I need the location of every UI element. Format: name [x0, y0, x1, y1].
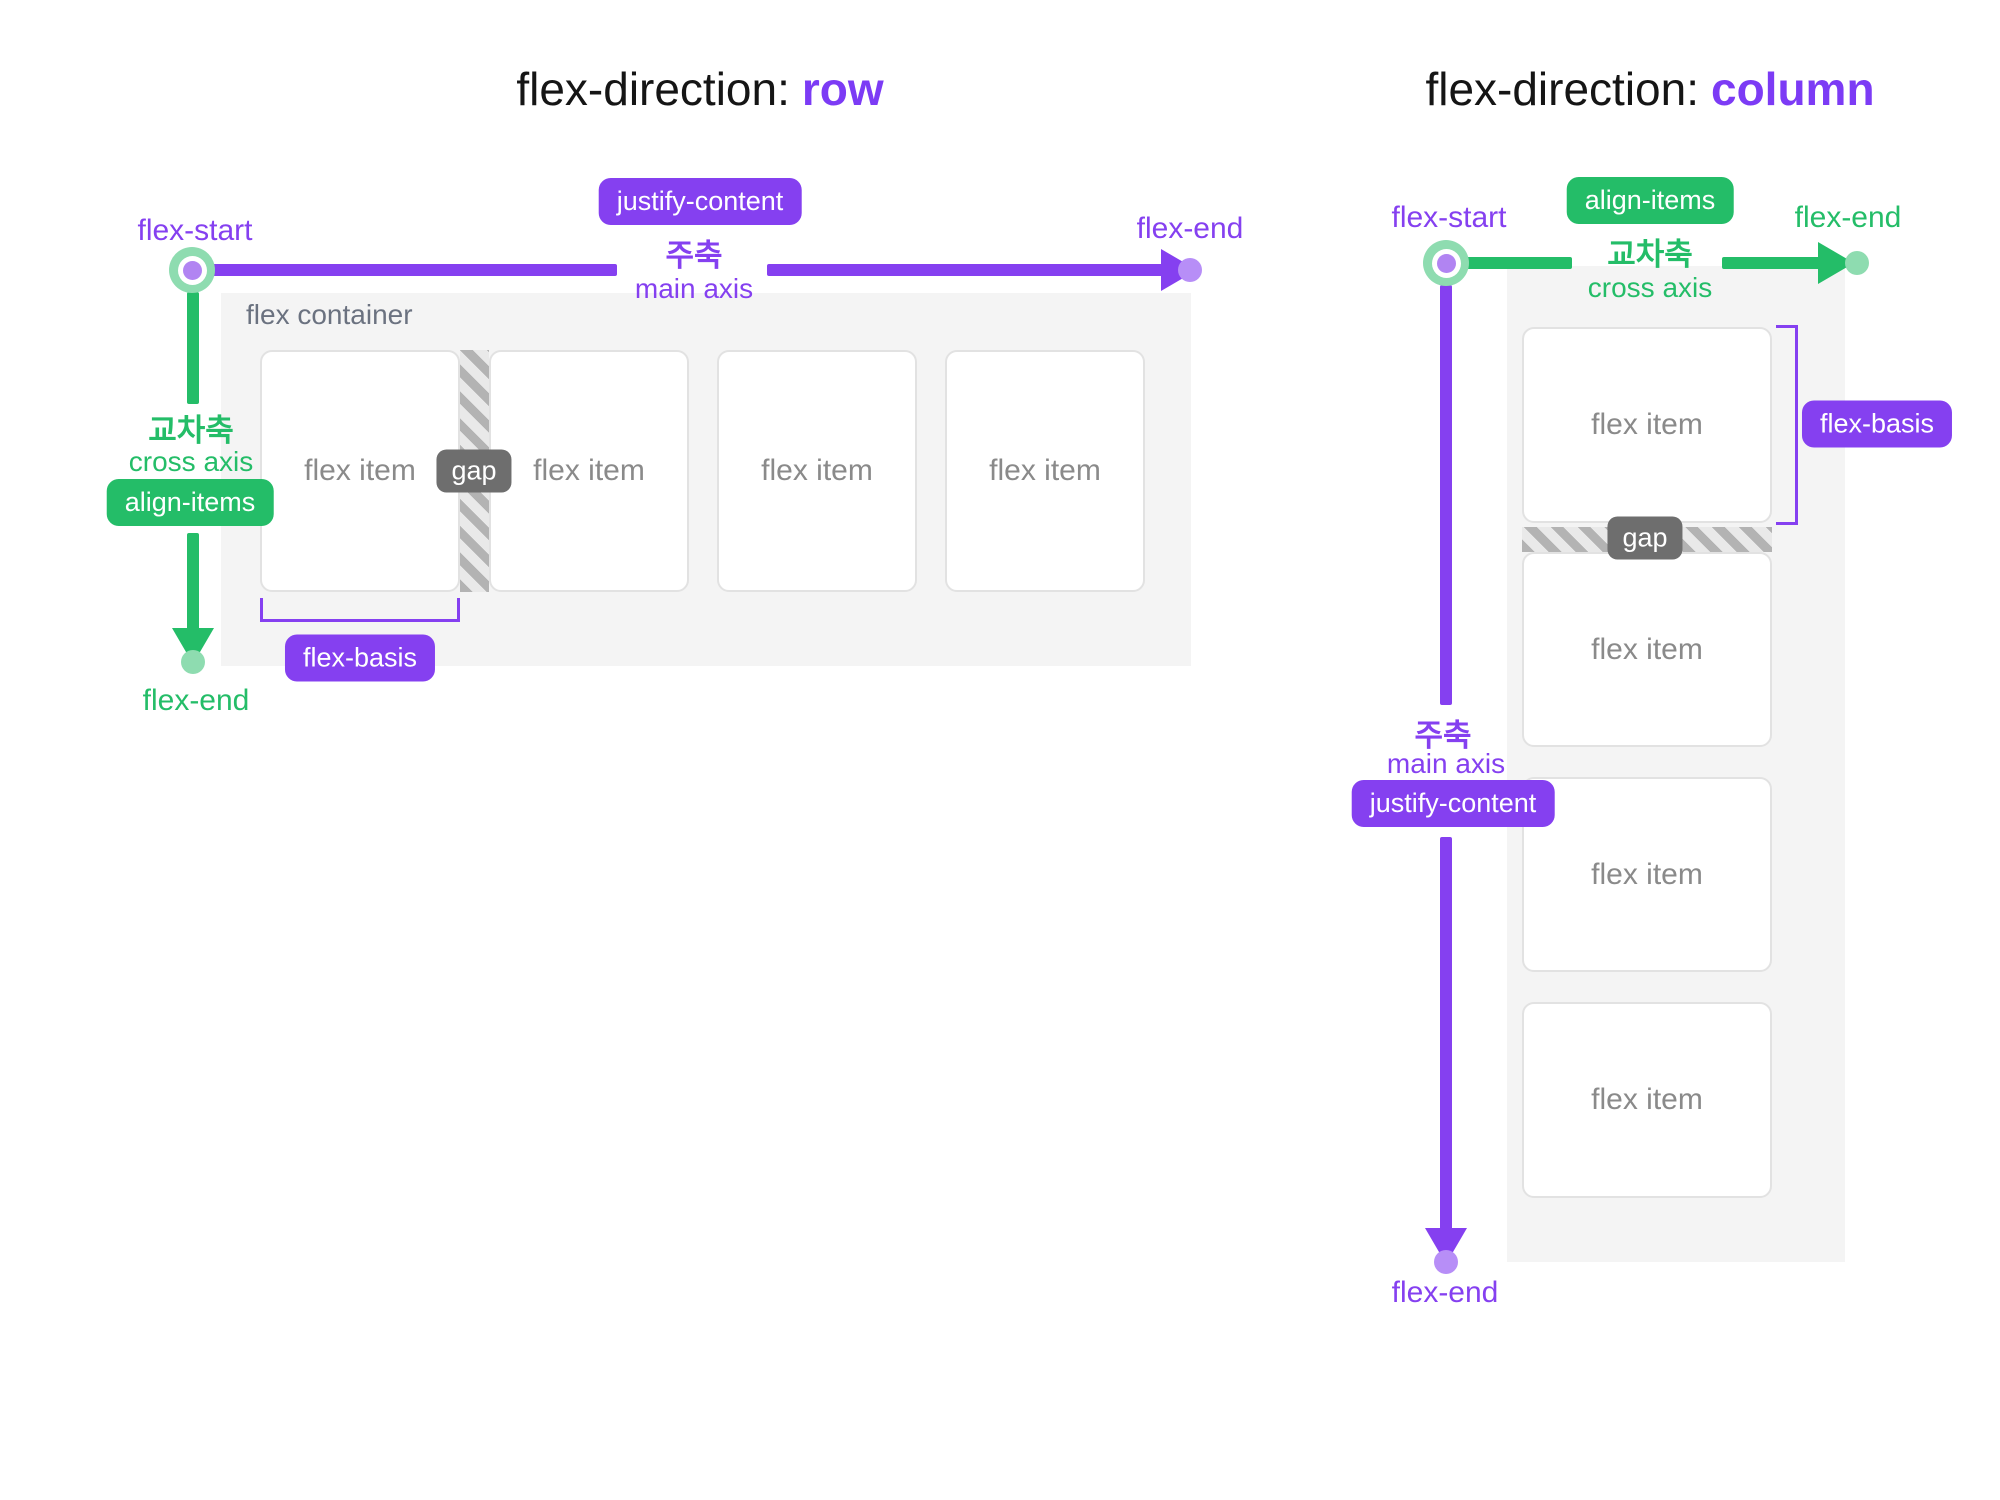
left-cross-axis-end-dot-icon [181, 650, 205, 674]
left-flex-end-main-label: flex-end [1136, 212, 1244, 245]
right-cross-axis-end-dot-icon [1845, 251, 1869, 275]
left-flex-basis-badge: flex-basis [284, 634, 436, 682]
right-gap-badge: gap [1607, 516, 1683, 560]
right-flex-item-2-label: flex item [1591, 632, 1703, 666]
left-flex-item-1-label: flex item [304, 454, 416, 487]
right-title-value: column [1711, 63, 1875, 115]
left-main-axis-ko-label: 주축 [665, 238, 723, 273]
left-origin-marker-icon [169, 247, 215, 293]
right-flex-item-4: flex item [1522, 1002, 1772, 1198]
left-flex-end-cross-label: flex-end [142, 684, 250, 717]
left-flex-item-4: flex item [945, 350, 1145, 592]
left-flex-basis-bracket [260, 598, 460, 622]
left-flex-item-3-label: flex item [761, 454, 873, 487]
left-flex-item-1: flex item [260, 350, 460, 592]
left-flex-item-2: flex item [489, 350, 689, 592]
right-main-axis-en-label: main axis [1386, 748, 1506, 779]
right-cross-axis-line-segment-1 [1460, 257, 1572, 269]
right-title: flex-direction:column [1425, 62, 1874, 116]
right-flex-item-4-label: flex item [1591, 1083, 1703, 1116]
right-flex-end-main-label: flex-end [1391, 1276, 1499, 1309]
left-main-axis-line-segment-2 [767, 264, 1165, 276]
left-title-prefix: flex-direction: [516, 63, 790, 115]
left-gap-badge: gap [436, 449, 512, 493]
right-origin-marker-dot [1436, 253, 1456, 273]
left-main-axis-en-label: main axis [634, 273, 754, 304]
left-origin-marker-inner [177, 255, 207, 285]
right-align-items-badge: align-items [1566, 177, 1734, 224]
right-flex-item-1-label: flex item [1591, 408, 1703, 441]
right-flex-end-cross-label: flex-end [1794, 201, 1902, 234]
right-title-prefix: flex-direction: [1425, 63, 1699, 115]
left-flex-container-label: flex container [246, 299, 413, 330]
left-align-items-badge: align-items [106, 479, 274, 526]
right-flex-basis-bracket [1776, 325, 1798, 525]
right-main-axis-end-dot-icon [1434, 1250, 1458, 1274]
left-main-axis-line-segment-1 [205, 264, 617, 276]
right-cross-axis-line-segment-2 [1722, 257, 1822, 269]
right-cross-axis-ko-label: 교차축 [1607, 237, 1693, 272]
left-flex-start-label: flex-start [137, 214, 253, 247]
left-cross-axis-line-segment-1 [187, 292, 199, 404]
right-flex-start-label: flex-start [1391, 201, 1507, 234]
left-cross-axis-ko-label: 교차축 [148, 413, 234, 448]
right-justify-content-badge: justify-content [1351, 780, 1555, 827]
right-origin-marker-inner [1431, 248, 1461, 278]
right-flex-item-3: flex item [1522, 777, 1772, 972]
left-flex-item-3: flex item [717, 350, 917, 592]
left-main-axis-end-dot-icon [1178, 258, 1202, 282]
right-cross-axis-en-label: cross axis [1587, 272, 1713, 303]
right-flex-basis-badge: flex-basis [1801, 400, 1953, 448]
left-justify-content-badge: justify-content [598, 178, 802, 225]
right-flex-item-3-label: flex item [1591, 857, 1703, 891]
left-title: flex-direction:row [516, 62, 883, 116]
right-flex-item-2: flex item [1522, 552, 1772, 747]
right-origin-marker-icon [1423, 240, 1469, 286]
left-flex-item-4-label: flex item [989, 454, 1101, 487]
left-flex-item-2-label: flex item [533, 454, 645, 487]
left-origin-marker-dot [182, 260, 202, 280]
right-main-axis-line-segment-2 [1440, 837, 1452, 1232]
left-cross-axis-en-label: cross axis [128, 446, 254, 477]
right-main-axis-ko-label: 주축 [1414, 718, 1472, 753]
right-main-axis-line-segment-1 [1440, 285, 1452, 705]
left-cross-axis-line-segment-2 [187, 533, 199, 630]
right-flex-item-1: flex item [1522, 327, 1772, 523]
left-title-value: row [801, 63, 884, 115]
